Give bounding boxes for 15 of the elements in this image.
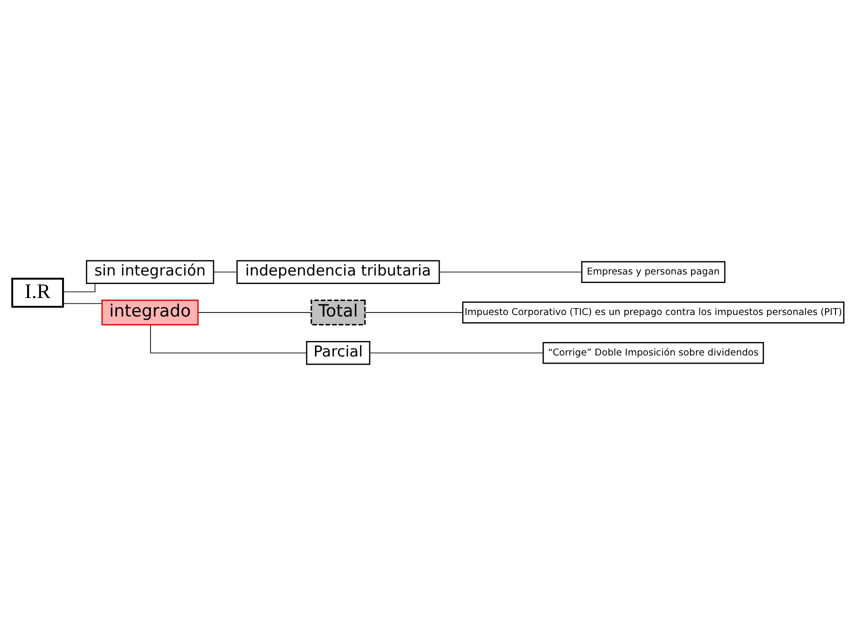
node-box: sin integración [86,260,214,284]
node-box: Total [310,299,366,325]
connector [62,302,103,304]
node-box: Impuesto Corporativo (TIC) es un prepago contra los impuestos personales (PIT) [462,301,844,323]
connector [150,324,307,353]
node-box: “Corrige” Doble Imposición sobre dividendos [542,341,764,364]
node-box: Empresas y personas pagan [581,260,726,283]
node-box: integrado [101,299,199,325]
connector [439,271,582,272]
connector [369,352,544,353]
connector [213,271,238,272]
node-box: Parcial [306,340,370,364]
connector [62,282,96,292]
node-box: independencia tributaria [236,260,440,284]
node-box: I.R [11,277,64,308]
